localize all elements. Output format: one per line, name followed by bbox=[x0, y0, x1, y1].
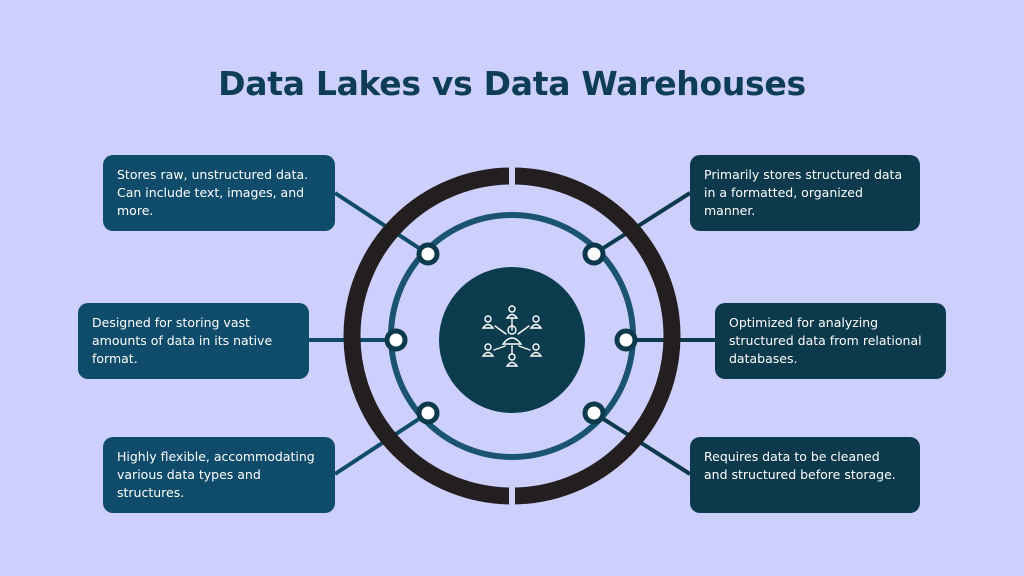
connector-right-1 bbox=[592, 191, 692, 256]
center-disc bbox=[439, 267, 585, 413]
node-left-2 bbox=[384, 328, 408, 352]
data-warehouse-point-cleaned: Requires data to be cleaned and structur… bbox=[690, 437, 920, 513]
node-right-1 bbox=[582, 242, 606, 266]
node-left-3 bbox=[416, 401, 440, 425]
people-network-icon bbox=[481, 305, 543, 367]
outer-ring bbox=[343, 164, 681, 508]
data-lake-point-native-format: Designed for storing vast amounts of dat… bbox=[78, 303, 309, 379]
connector-right-3 bbox=[592, 411, 692, 476]
page-title: Data Lakes vs Data Warehouses bbox=[218, 64, 806, 103]
connector-left-3 bbox=[333, 411, 430, 476]
node-right-2 bbox=[614, 328, 638, 352]
outer-ring-gap-bottom bbox=[509, 486, 515, 508]
data-warehouse-point-analytics: Optimized for analyzing structured data … bbox=[715, 303, 946, 379]
ring-nodes bbox=[384, 242, 638, 425]
node-left-1 bbox=[416, 242, 440, 266]
data-lake-point-raw-data: Stores raw, unstructured data. Can inclu… bbox=[103, 155, 335, 231]
connector-left-1 bbox=[333, 191, 430, 256]
data-lake-point-flexible: Highly flexible, accommodating various d… bbox=[103, 437, 335, 513]
node-right-3 bbox=[582, 401, 606, 425]
data-warehouse-point-structured: Primarily stores structured data in a fo… bbox=[690, 155, 920, 231]
outer-ring-gap-top bbox=[509, 164, 515, 186]
